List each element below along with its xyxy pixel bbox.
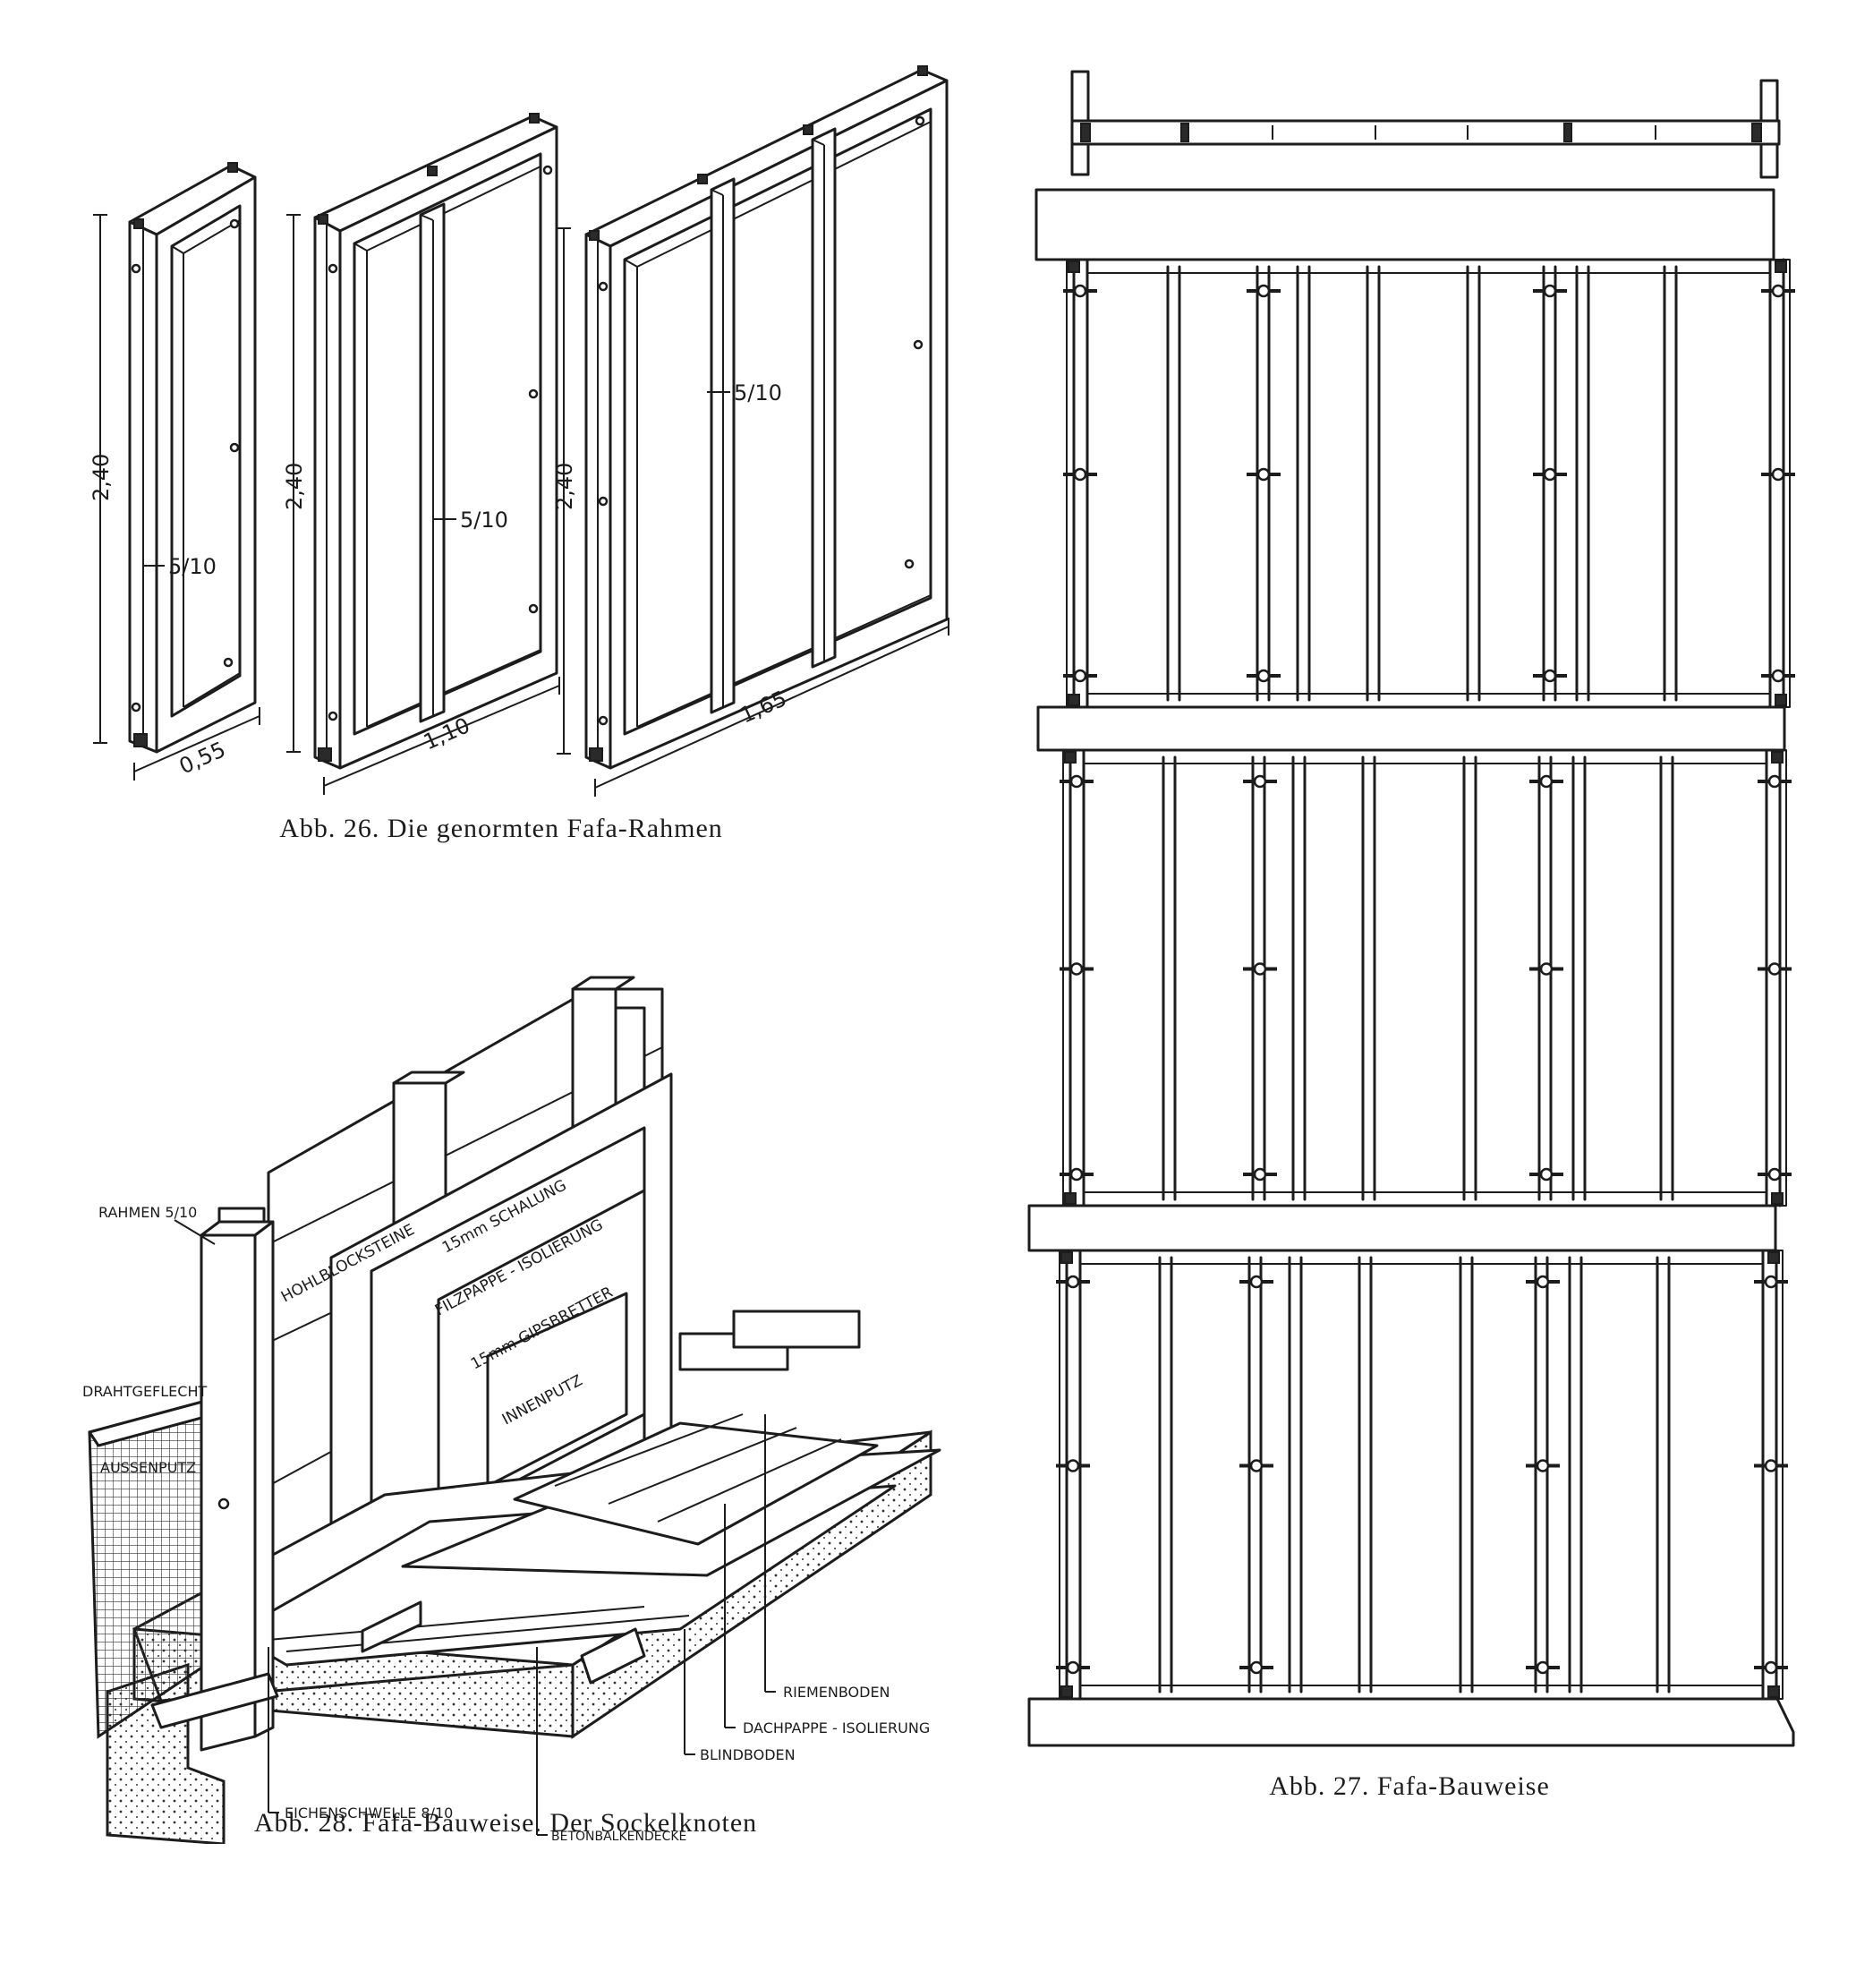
bolt-head	[1256, 467, 1271, 482]
oak-sill	[150, 1672, 279, 1729]
bolt-head	[1253, 1167, 1267, 1182]
bolt-head	[1536, 1275, 1550, 1289]
bolt-head	[1539, 774, 1554, 789]
frame-055-height-label: 2,40	[89, 454, 114, 501]
bolt-head	[1767, 962, 1782, 976]
bolt-head	[1539, 1167, 1554, 1182]
bolt-head	[1543, 669, 1557, 683]
bolt-head	[1066, 1275, 1080, 1289]
bolt-head	[1253, 774, 1267, 789]
figure-26-drawing: 2,40 0,55 5/10 2,40	[89, 65, 949, 843]
connection-bolts	[1056, 284, 1795, 1675]
bolt-head	[1066, 1660, 1080, 1675]
label-oak-sill: EICHENSCHWELLE 8/10	[285, 1805, 453, 1822]
figure-28-drawing: HOHLBLOCKSTEINE 15mm SCHALUNG FILZPAPPE …	[82, 976, 941, 1846]
frame-055-stud-label: 5/10	[168, 554, 217, 579]
label-concrete-beam-slab: BETONBALKENDECKE	[551, 1830, 686, 1844]
bolt-head	[1543, 284, 1557, 298]
bolt-head	[1073, 284, 1087, 298]
frame-165-height-label: 2,40	[552, 463, 577, 510]
figure-28-caption-box: Abb. 28. Fafa-Bauweise. Der Sockelknoten	[254, 1808, 757, 1838]
bolt-head	[1764, 1275, 1778, 1289]
bolt-head	[1253, 962, 1267, 976]
interior-plaster-layer	[486, 1292, 628, 1488]
floor-beam-2	[1027, 1204, 1777, 1252]
bolt-head	[1256, 669, 1271, 683]
bolt-head	[1536, 1660, 1550, 1675]
bolt-head	[1771, 284, 1785, 298]
frame-110: 2,40 1,10 5/10	[282, 113, 560, 795]
top-plan-strip	[1070, 70, 1781, 179]
bolt-head	[1249, 1275, 1264, 1289]
figure-28-plinth-node: HOHLBLOCKSTEINE 15mm SCHALUNG FILZPAPPE …	[0, 949, 1002, 1846]
bolt-head	[1767, 1167, 1782, 1182]
label-frame-5-10: RAHMEN 5/10	[98, 1204, 197, 1221]
label-exterior-plaster: AUSSENPUTZ	[100, 1459, 196, 1476]
bolt-head	[1539, 962, 1554, 976]
label-roofing-felt: DACHPAPPE - ISOLIERUNG	[743, 1719, 930, 1736]
bolt-head	[1066, 1459, 1080, 1472]
frame-110-height-label: 2,40	[282, 463, 307, 510]
bolt-head	[1249, 1459, 1264, 1472]
strip-floor	[513, 1421, 879, 1546]
storey-3-frames	[1059, 1249, 1784, 1701]
bolt-head	[1069, 774, 1084, 789]
bolt-head	[1764, 1459, 1778, 1472]
figure-27-caption: Abb. 27. Fafa-Bauweise	[1269, 1771, 1550, 1801]
base-beam	[1027, 1697, 1795, 1747]
bolt-head	[1256, 284, 1271, 298]
bolt-head	[1073, 467, 1087, 482]
storey-1-frames	[1066, 258, 1791, 709]
bolt-head	[1764, 1660, 1778, 1675]
bolt-head	[1771, 669, 1785, 683]
figure-26-caption: Abb. 26. Die genormten Fafa-Rahmen	[279, 814, 723, 843]
label-strip-floor: RIEMENBODEN	[783, 1684, 890, 1701]
callout-lines	[268, 1414, 776, 1836]
figure-26-standard-frames: 2,40 0,55 5/10 2,40	[0, 0, 1002, 877]
bolt-head	[1543, 467, 1557, 482]
frame-165: 2,40 1,65 5/10	[552, 65, 949, 797]
figure-27-fafa-construction: Abb. 27. Fafa-Bauweise	[984, 0, 1873, 1844]
label-wire-mesh: DRAHTGEFLECHT	[82, 1383, 207, 1400]
bolt-head	[1249, 1660, 1264, 1675]
label-blind-floor: BLINDBODEN	[700, 1746, 796, 1763]
top-beam	[1034, 188, 1775, 261]
floor-beam-1	[1036, 705, 1786, 752]
storey-2-frames	[1062, 748, 1787, 1207]
frame-165-stud-label: 5/10	[734, 380, 782, 405]
bolt-head	[1069, 1167, 1084, 1182]
bolt-head	[1536, 1459, 1550, 1472]
frame-055: 2,40 0,55 5/10	[89, 162, 260, 781]
bolt-head	[1767, 774, 1782, 789]
frame-110-stud-label: 5/10	[460, 508, 508, 533]
figure-28-caption: Abb. 28. Fafa-Bauweise. Der Sockelknoten	[254, 1808, 757, 1838]
bolt-head	[1771, 467, 1785, 482]
frame-055-width-label: 0,55	[175, 737, 229, 779]
figure-27-drawing: Abb. 27. Fafa-Bauweise	[1027, 70, 1795, 1801]
bolt-head	[1073, 669, 1087, 683]
bolt-head	[1069, 962, 1084, 976]
